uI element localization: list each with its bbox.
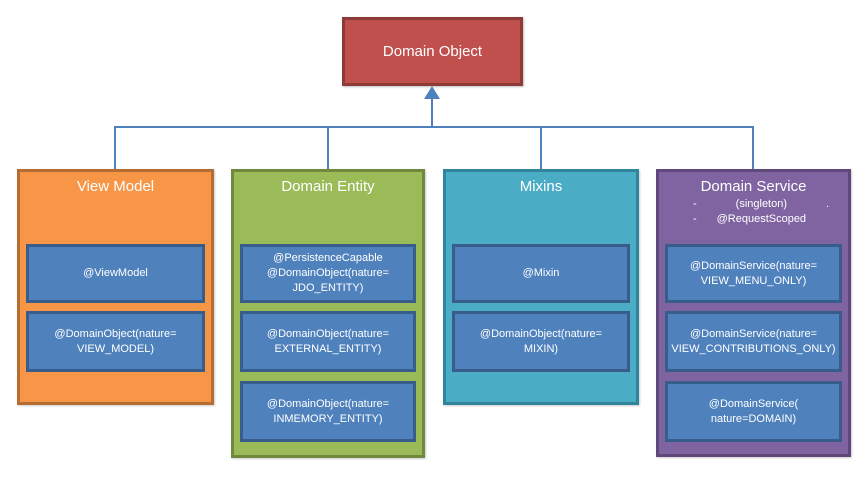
annotation-label: @DomainService(nature= VIEW_CONTRIBUTION… [671,327,836,355]
annotation-label: @ViewModel [83,267,148,279]
connector-horizontal-line [114,126,754,128]
domain-service-notes: - (singleton) . - @RequestScoped [659,197,848,227]
annotation-box: @PersistenceCapable @DomainObject(nature… [240,244,416,303]
column-title: Mixins [519,178,563,195]
annotation-box: @DomainObject(nature= INMEMORY_ENTITY) [240,381,416,442]
note-line: - (singleton) . [659,197,848,212]
column-mixins: Mixins @Mixin @DomainObject(nature= MIXI… [443,169,639,405]
column-title: View Model [76,178,155,195]
annotation-box: @DomainObject(nature= MIXIN) [452,311,630,372]
note-text: @RequestScoped [716,213,807,225]
column-view-model: View Model @ViewModel @DomainObject(natu… [17,169,214,405]
annotation-label: @Mixin [522,267,560,279]
annotation-label: @DomainService( nature=DOMAIN) [708,397,799,425]
bullet-dash: - [693,198,697,210]
root-box-domain-object: Domain Object [342,17,523,86]
column-domain-service: Domain Service - (singleton) . - @Reques… [656,169,851,457]
annotation-box: @DomainObject(nature= EXTERNAL_ENTITY) [240,311,416,372]
annotation-box: @DomainService(nature= VIEW_CONTRIBUTION… [665,311,842,372]
connector-drop-view-model [114,126,116,171]
connector-drop-domain-entity [327,126,329,171]
annotation-label: @DomainObject(nature= INMEMORY_ENTITY) [266,397,390,425]
bullet-dash: - [693,213,697,225]
connector-arrow-stem [431,98,433,128]
annotation-box: @DomainObject(nature= VIEW_MODEL) [26,311,205,372]
note-line: - @RequestScoped [659,212,848,227]
annotation-label: @DomainObject(nature= VIEW_MODEL) [54,327,177,355]
column-domain-entity: Domain Entity @PersistenceCapable @Domai… [231,169,425,458]
annotation-label: @PersistenceCapable @DomainObject(nature… [266,252,390,294]
column-title: Domain Service [700,178,807,195]
annotation-box: @ViewModel [26,244,205,303]
annotation-label: @DomainObject(nature= EXTERNAL_ENTITY) [266,327,390,355]
note-suffix: . [826,198,830,210]
inheritance-arrow-icon [424,86,440,99]
note-text: (singleton) [735,198,788,210]
connector-drop-mixins [540,126,542,171]
root-box-label: Domain Object [382,43,483,60]
annotation-box: @Mixin [452,244,630,303]
annotation-label: @DomainObject(nature= MIXIN) [479,327,603,355]
annotation-box: @DomainService(nature= VIEW_MENU_ONLY) [665,244,842,303]
annotation-label: @DomainService(nature= VIEW_MENU_ONLY) [689,259,818,287]
connector-drop-domain-service [752,126,754,171]
annotation-box: @DomainService( nature=DOMAIN) [665,381,842,442]
column-title: Domain Entity [281,178,375,195]
